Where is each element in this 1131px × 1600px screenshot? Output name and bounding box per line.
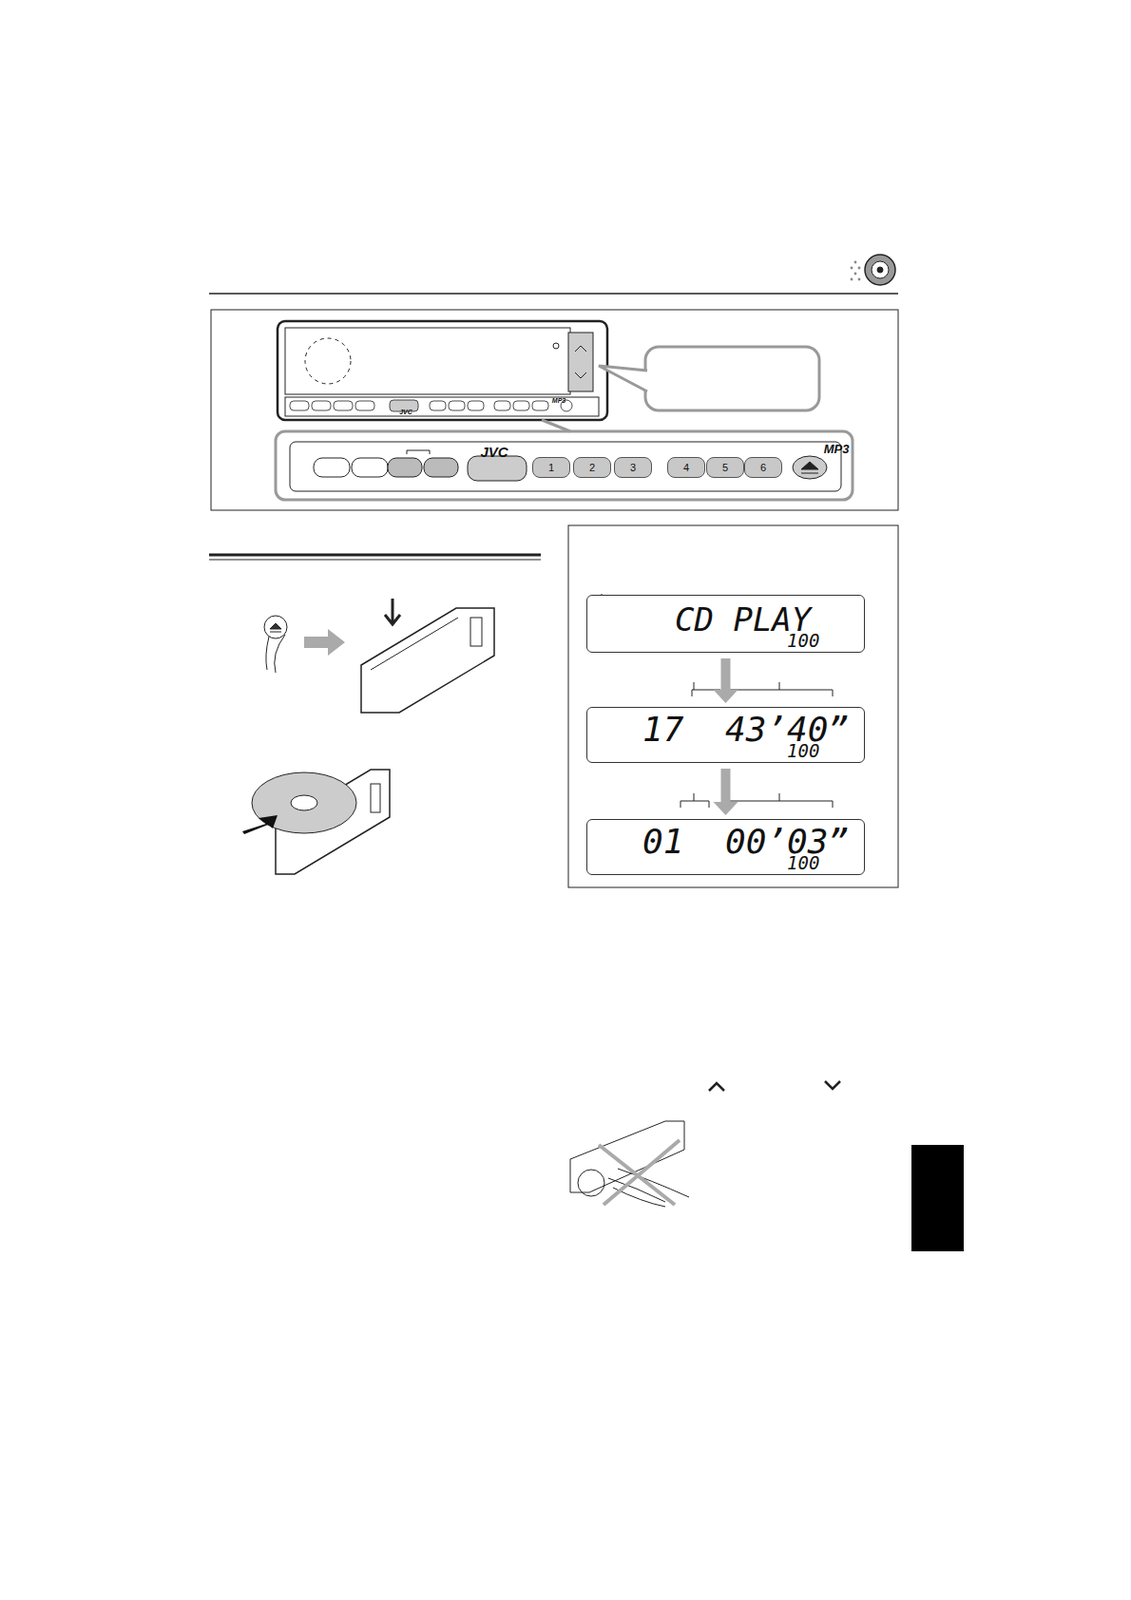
brand-label: MP3 — [552, 397, 566, 404]
preset-button: 4 — [667, 457, 706, 479]
button-number: 1 — [548, 461, 555, 474]
lcd-display: CD PLAY100 — [586, 594, 865, 653]
preset-button: 5 — [706, 457, 745, 479]
brand-label: JVC — [399, 408, 413, 416]
lcd-display: 0100’03”100 — [586, 819, 865, 876]
preset-button: 1 — [532, 457, 571, 479]
button-number: 5 — [722, 461, 729, 474]
preset-button: 3 — [613, 457, 652, 479]
display-readout: 17 — [642, 712, 684, 748]
display-readout: 100 — [786, 854, 820, 873]
button-number: 2 — [589, 461, 595, 474]
display-readout: 100 — [786, 742, 820, 761]
brand-label: JVC — [479, 444, 508, 460]
display-readout: 01 — [642, 824, 684, 860]
preset-button: 6 — [744, 457, 783, 479]
lcd-display: 1743’40”100 — [586, 707, 865, 764]
flow-arrow — [713, 768, 739, 816]
button-number: 4 — [683, 461, 690, 474]
preset-button: 2 — [573, 457, 612, 479]
brand-label: MP3 — [824, 442, 850, 456]
flow-arrow — [713, 658, 739, 704]
button-number: 6 — [760, 461, 767, 474]
display-readout: 100 — [786, 632, 820, 651]
button-number: 3 — [630, 461, 636, 474]
display-readout: CD PLAY — [674, 603, 811, 636]
